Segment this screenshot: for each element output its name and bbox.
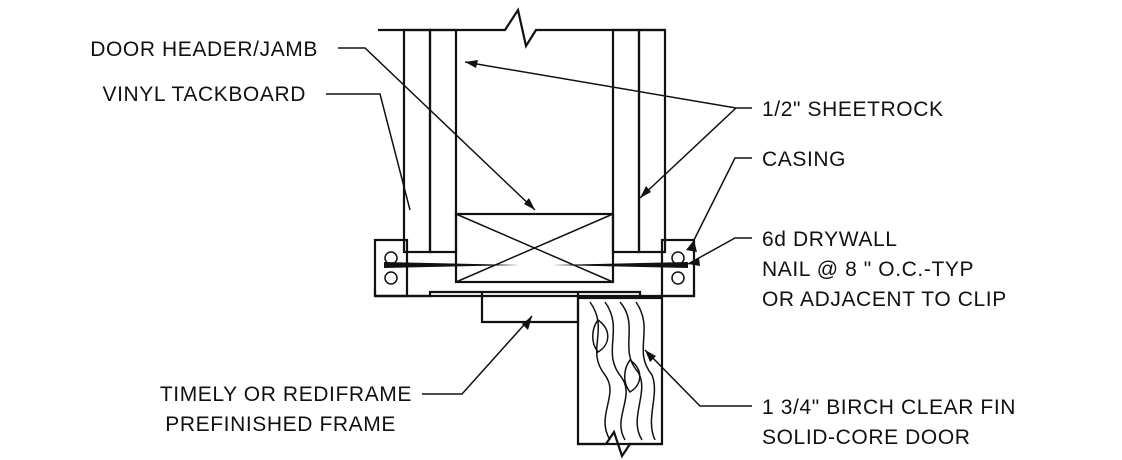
left-nail (384, 262, 520, 268)
right-sheetrock (611, 28, 641, 254)
top-break-line (378, 7, 665, 49)
label-nail-line2: NAIL @ 8 " O.C.-TYP (762, 258, 974, 281)
right-tackboard (637, 28, 667, 254)
label-casing: CASING (762, 148, 846, 171)
label-door-header-jamb: DOOR HEADER/JAMB (90, 38, 318, 61)
birch-door (576, 296, 664, 459)
label-vinyl-tackboard: VINYL TACKBOARD (103, 83, 307, 106)
label-nail-line3: OR ADJACENT TO CLIP (762, 288, 1007, 311)
label-frame-line1: TIMELY OR REDIFRAME (160, 383, 412, 406)
label-door-line2: SOLID-CORE DOOR (762, 426, 971, 449)
label-door-line1: 1 3/4" BIRCH CLEAR FIN (762, 396, 1016, 419)
label-frame-line2: PREFINISHED FRAME (165, 413, 396, 436)
label-sheetrock: 1/2" SHEETROCK (762, 98, 944, 121)
label-nail-line1: 6d DRYWALL (762, 228, 898, 251)
left-casing (373, 238, 409, 298)
door-header-block (454, 212, 615, 284)
left-sheetrock (428, 28, 458, 254)
arrowheads (465, 60, 700, 362)
left-tackboard (402, 28, 432, 254)
right-nail (552, 262, 688, 268)
leader-lines (326, 47, 752, 407)
